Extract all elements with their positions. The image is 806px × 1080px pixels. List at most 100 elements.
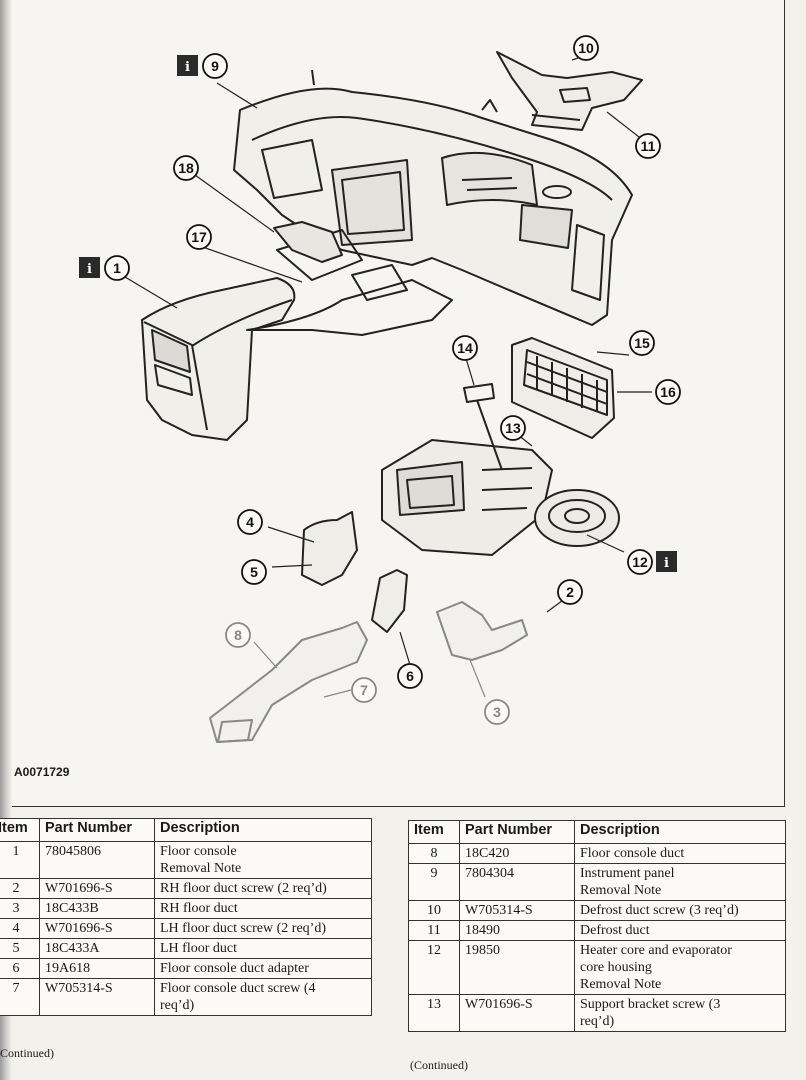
callout-13: 13: [500, 415, 526, 441]
rh-floor-duct-drawing: [436, 601, 528, 661]
callout-number: 11: [641, 138, 656, 154]
description-line: Heater core and evaporator: [580, 943, 732, 958]
part-description: Defrost duct: [574, 920, 786, 941]
callout-circle: [202, 53, 228, 79]
callout-number: 5: [250, 564, 258, 580]
info-icon-glyph: i: [664, 556, 669, 571]
part-description: Floor console duct adapter: [154, 958, 372, 979]
item-number: 6: [0, 958, 40, 979]
info-icon-glyph: i: [87, 262, 92, 277]
part-drawings: [141, 51, 643, 633]
callout-number: 16: [660, 384, 676, 400]
support-bracket-drawing: [463, 383, 503, 471]
item-number: 9: [408, 863, 460, 901]
description-line: Removal Note: [580, 883, 662, 898]
part-description: LH floor duct: [154, 938, 372, 959]
continued-note-left: Continued): [0, 1046, 54, 1060]
header-part-number: Part Number: [39, 818, 155, 842]
item-number: 10: [408, 900, 460, 921]
callout-circle: [627, 549, 653, 575]
callout-number: 7: [360, 682, 368, 698]
callout-circle: [104, 255, 130, 281]
part-description: LH floor duct screw (2 req’d): [154, 918, 372, 939]
callout-8: 8: [225, 622, 251, 648]
callout-2: 2: [557, 579, 583, 605]
description-line: req’d): [160, 998, 195, 1013]
description-line: core housing: [580, 960, 652, 975]
figure-identifier: A0071729: [14, 765, 70, 779]
callout-circle: [484, 699, 510, 725]
callout-16: 16: [655, 379, 681, 405]
table-header-row: Item Part Number Description: [0, 818, 372, 842]
description-line: Floor console: [160, 844, 237, 859]
callout-number: 6: [406, 668, 414, 684]
item-number: 4: [0, 918, 40, 939]
description-line: LH floor duct screw (2 req’d): [160, 921, 326, 936]
callout-number: 18: [178, 160, 194, 176]
part-description: Floor console duct: [574, 843, 786, 864]
description-line: Support bracket screw (3: [580, 997, 721, 1012]
table-header-row: Item Part Number Description: [408, 820, 786, 844]
part-number: W701696-S: [39, 918, 155, 939]
item-number: 3: [0, 898, 40, 919]
part-number: 19850: [459, 940, 575, 995]
callout-17: 17: [186, 224, 212, 250]
grey-part-drawings: [209, 601, 528, 743]
callout-number: 14: [457, 340, 473, 356]
callout-1: 1i: [79, 255, 130, 281]
part-number: W701696-S: [39, 878, 155, 899]
description-line: Floor console duct: [580, 846, 685, 861]
part-description: RH floor duct: [154, 898, 372, 919]
callout-number: 12: [632, 554, 648, 570]
callout-number: 15: [634, 335, 650, 351]
description-line: Instrument panel: [580, 866, 675, 881]
description-line: RH floor duct: [160, 901, 238, 916]
callout-circle: [351, 677, 377, 703]
part-number: 18490: [459, 920, 575, 941]
callout-circle: [635, 133, 661, 159]
callout-18: 18: [173, 155, 199, 181]
callout-circle: [655, 379, 681, 405]
callout-number: 17: [191, 229, 207, 245]
callout-number: 8: [234, 627, 242, 643]
callout-15: 15: [629, 330, 655, 356]
bracket-drawing: [273, 221, 343, 263]
callout-circle: [241, 559, 267, 585]
callout-circle: [452, 335, 478, 361]
item-number: 8: [408, 843, 460, 864]
part-number: 19A618: [39, 958, 155, 979]
header-description: Description: [154, 818, 372, 842]
part-number: 18C433A: [39, 938, 155, 959]
part-number: 18C420: [459, 843, 575, 864]
callout-9: 9i: [177, 53, 228, 79]
callout-circle: [186, 224, 212, 250]
description-line: LH floor duct: [160, 941, 237, 956]
header-item: Item: [0, 818, 40, 842]
part-number: 78045806: [39, 841, 155, 879]
callout-circle: [225, 622, 251, 648]
item-number: 5: [0, 938, 40, 959]
info-icon: [656, 551, 677, 572]
part-number: W701696-S: [459, 994, 575, 1032]
continued-note-right: (Continued): [410, 1058, 468, 1072]
info-icon: [79, 257, 100, 278]
callout-5: 5: [241, 559, 267, 585]
header-description: Description: [574, 820, 786, 844]
callout-circle: [237, 509, 263, 535]
